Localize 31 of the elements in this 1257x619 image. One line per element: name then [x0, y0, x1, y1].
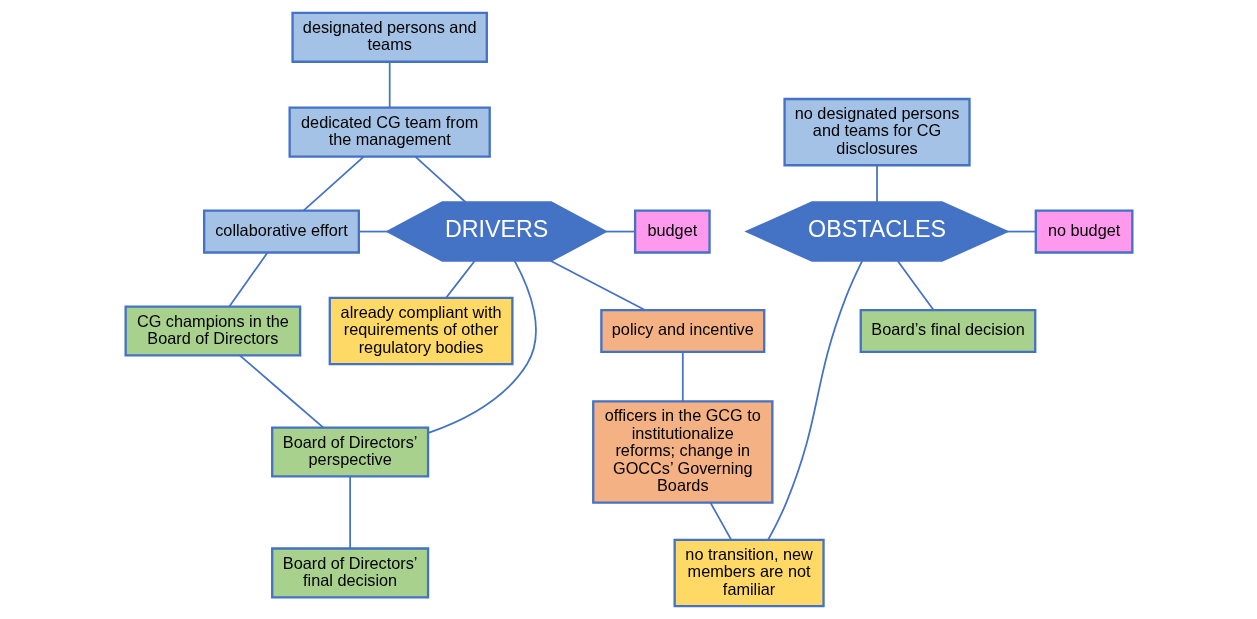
node-box: policy and incentive — [599, 308, 765, 354]
connector — [388, 60, 391, 109]
connector — [896, 259, 934, 311]
node-box: officers in the GCG to institutionalize reforms; change in GOCCs’ Governing Boards — [591, 400, 774, 504]
connector — [238, 354, 324, 429]
node-box: no designated persons and teams for CG disclosures — [782, 97, 971, 167]
node-box: no budget — [1034, 209, 1133, 254]
connector — [549, 259, 645, 311]
connector — [1005, 230, 1037, 233]
node-box: collaborative effort — [202, 209, 360, 254]
connector — [357, 230, 389, 233]
node-box: budget — [633, 209, 711, 254]
connector — [444, 259, 476, 299]
connector — [766, 259, 863, 541]
node-box: no transition, new members are not familiar — [673, 538, 825, 608]
connector — [681, 351, 684, 402]
connector — [302, 155, 364, 212]
node-box: dedicated CG team from the management — [288, 106, 491, 158]
connector — [414, 155, 467, 204]
node-box: Board’s final decision — [859, 308, 1036, 354]
connector — [875, 164, 878, 204]
connector — [709, 501, 732, 541]
connector — [228, 252, 268, 308]
node-box: Board of Directors’ final decision — [270, 547, 429, 599]
connector — [348, 475, 351, 550]
node-box: CG champions in the Board of Directors — [124, 305, 301, 357]
node-box: Board of Directors’ perspective — [270, 426, 429, 478]
node-box: already compliant with requirements of other regulatory bodies — [328, 296, 514, 366]
connector — [427, 260, 537, 434]
node-box: designated persons and teams — [290, 11, 488, 63]
connector — [604, 230, 636, 233]
